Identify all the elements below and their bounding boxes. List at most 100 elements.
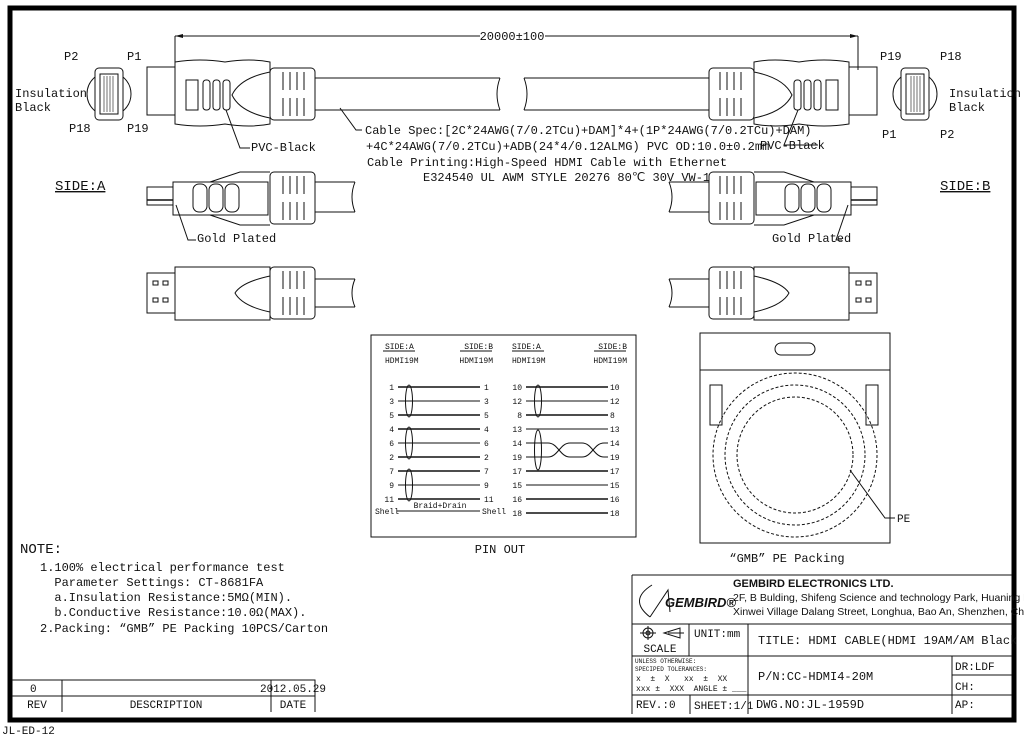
pin-label-b: 7 <box>484 468 489 477</box>
side-a-plug-bottom <box>146 266 356 321</box>
cable-printing-line: Cable Printing:High-Speed HDMI Cable wit… <box>367 156 727 170</box>
note-line: a.Insulation Resistance:5MΩ(MIN). <box>40 591 292 605</box>
cable-spec-line-1: Cable Spec:[2C*24AWG(7/0.2TCu)+DAM]*4+(1… <box>365 124 811 138</box>
drawn-by: DR:LDF <box>955 662 995 674</box>
side-b-insulation-2: Black <box>949 101 985 115</box>
pin-label-b: 18 <box>610 510 620 519</box>
pin-label-b: 4 <box>484 426 489 435</box>
pin-label-a: 6 <box>389 440 394 449</box>
pin-label-b: 19 <box>610 454 620 463</box>
cable-ul-line: E324540 UL AWM STYLE 20276 80℃ 30V VW-1 <box>423 171 710 185</box>
side-a-insulation-2: Black <box>15 101 51 115</box>
approved-by: AP: <box>955 700 975 712</box>
pin-label-b: 17 <box>610 468 620 477</box>
pin-label-b: 12 <box>610 398 620 407</box>
cable-spec: Cable Spec:[2C*24AWG(7/0.2TCu)+DAM]*4+(1… <box>365 124 811 185</box>
company-address-2: Xinwei Village Dalang Street, Longhua, B… <box>733 606 1024 618</box>
sheet-frame <box>7 5 1017 723</box>
pinout-diagram: SIDE:AHDMI19MSIDE:BHDMI19MSIDE:AHDMI19MS… <box>375 343 627 519</box>
pinout-type-header: HDMI19M <box>459 357 493 366</box>
pin-label-a: 16 <box>512 496 522 505</box>
side-a-title: SIDE:A <box>55 179 106 195</box>
rev-value: 0 <box>30 684 37 696</box>
checked-by: CH: <box>955 682 975 694</box>
pin-label-b: 8 <box>610 412 615 421</box>
dimension-label: 20000±100 <box>480 30 545 44</box>
side-b-gold-label: Gold Plated <box>772 232 851 246</box>
wire-crossed <box>526 442 608 458</box>
pin-label-a: 2 <box>389 454 394 463</box>
pin-label-a: 15 <box>512 482 522 491</box>
side-a-pin-p2: P2 <box>64 50 78 64</box>
pin-label-b: 10 <box>610 384 620 393</box>
unit-label: UNIT:mm <box>694 629 741 641</box>
side-a-gold-label: Gold Plated <box>197 232 276 246</box>
notes-title: NOTE: <box>20 542 62 558</box>
pin-label-a: 13 <box>512 426 522 435</box>
title-block: GEMBIRD® GEMBIRD ELECTRONICS LTD. 2F, B … <box>631 574 1024 714</box>
pin-label-a: 3 <box>389 398 394 407</box>
side-b-pin-p19: P19 <box>880 50 902 64</box>
sheet: SHEET:1/1 <box>694 701 754 713</box>
side-a-pin-p1: P1 <box>127 50 141 64</box>
packing-caption: “GMB” PE Packing <box>729 552 844 566</box>
revision-table: 0 2012.05.29 REV DESCRIPTION DATE <box>12 679 326 712</box>
pin-label-a: 5 <box>389 412 394 421</box>
pin-label-b: 15 <box>610 482 620 491</box>
twisted-pair-shield <box>405 468 413 502</box>
company-address-1: 2F, B Bulding, Shifeng Science and techn… <box>733 592 1024 604</box>
drawing-number: DWG.NO:JL-1959D <box>756 698 864 712</box>
scale-label: SCALE <box>643 644 676 656</box>
pin-label-b: 14 <box>610 440 620 449</box>
cable-spec-line-2: +4C*24AWG(7/0.2TCu)+ADB(24*4/0.12ALMG) P… <box>366 140 769 154</box>
pin-label-b: 9 <box>484 482 489 491</box>
pinout-side-header: SIDE:B <box>464 343 493 352</box>
pin-label-a: 14 <box>512 440 522 449</box>
pin-label-a: 12 <box>512 398 522 407</box>
note-line: b.Conductive Resistance:10.0Ω(MAX). <box>40 606 306 620</box>
side-b-pin-p1: P1 <box>882 128 896 142</box>
pin-label-b: 3 <box>484 398 489 407</box>
pinout-side-header: SIDE:B <box>598 343 627 352</box>
pinout-type-header: HDMI19M <box>512 357 546 366</box>
tolerance-line: SPECIPED TOLERANCES: <box>635 666 707 673</box>
side-a-pin-p19: P19 <box>127 122 149 136</box>
pin-label-b: 2 <box>484 454 489 463</box>
side-b-drawings <box>523 59 938 321</box>
gembird-logo-icon <box>639 584 671 618</box>
pinout-caption: PIN OUT <box>475 543 525 557</box>
pin-label-a: 7 <box>389 468 394 477</box>
pin-label-a: 18 <box>512 510 522 519</box>
note-line: Parameter Settings: CT-8681FA <box>40 576 264 590</box>
revision: REV.:0 <box>636 700 676 712</box>
shell-label-a: Shell <box>375 508 399 517</box>
twisted-pair-shield <box>534 384 542 418</box>
pinout-side-header: SIDE:A <box>385 343 414 352</box>
pin-label-a: 8 <box>517 412 522 421</box>
projection-icon <box>640 626 684 640</box>
tolerance-line: UNLESS OTHERWISE: <box>635 658 696 665</box>
side-b-pin-p2: P2 <box>940 128 954 142</box>
pe-label: PE <box>897 514 911 526</box>
pin-label-b: 6 <box>484 440 489 449</box>
note-line: 1.100% electrical performance test <box>40 561 285 575</box>
pin-label-a: 1 <box>389 384 394 393</box>
side-a-plug-side <box>146 171 356 226</box>
shell-label-b: Shell <box>482 508 506 517</box>
date-header: DATE <box>280 700 307 712</box>
side-a-pvc-label: PVC-Black <box>251 141 316 155</box>
pin-label-b: 1 <box>484 384 489 393</box>
footer-code: JL-ED-12 <box>2 726 55 737</box>
pin-label-a: 9 <box>389 482 394 491</box>
twisted-pair-shield <box>534 429 542 471</box>
twisted-pair-shield <box>405 384 413 418</box>
pinout-type-header: HDMI19M <box>385 357 419 366</box>
side-b-title: SIDE:B <box>940 179 990 195</box>
braid-drain-label: Braid+Drain <box>414 502 467 511</box>
tolerance-line: xxx ± XXX ANGLE ± ___ <box>636 685 747 694</box>
description-header: DESCRIPTION <box>130 700 203 712</box>
side-b-pvc-label: PVC-Black <box>760 139 825 153</box>
date-value: 2012.05.29 <box>260 684 326 696</box>
rev-header: REV <box>27 700 47 712</box>
